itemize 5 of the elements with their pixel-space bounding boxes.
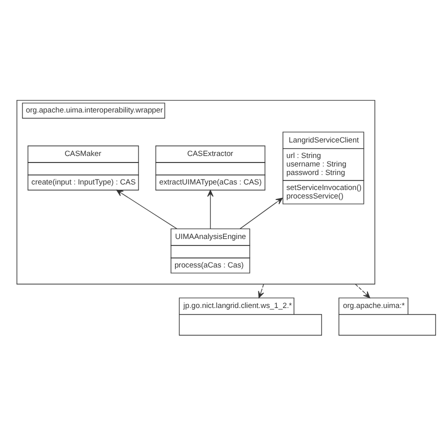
arrow	[116, 190, 178, 230]
arrow	[258, 284, 264, 298]
arrow	[240, 198, 283, 230]
arrow	[354, 284, 370, 298]
arrow	[207, 190, 214, 230]
